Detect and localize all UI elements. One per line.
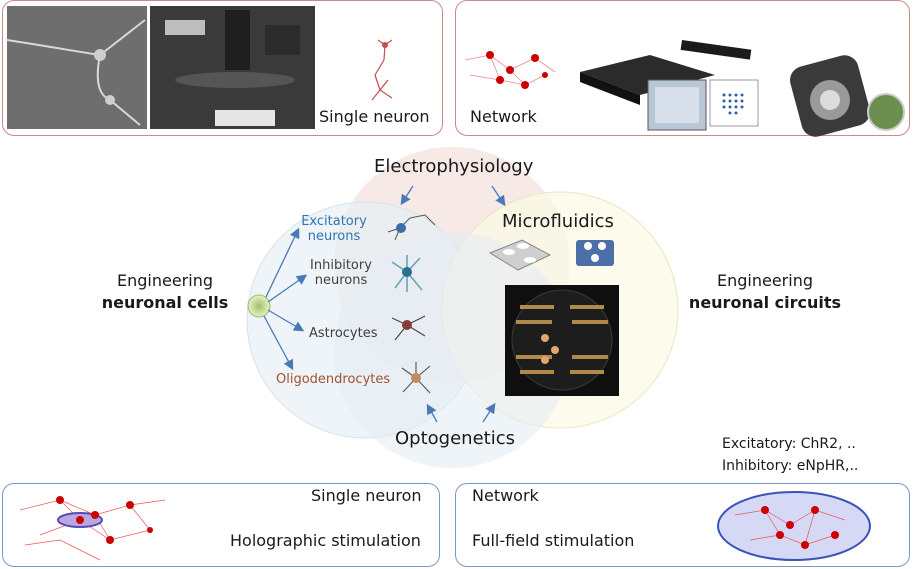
full-field-spot (717, 491, 871, 561)
excitatory-line2: neurons (307, 229, 361, 244)
optogenetics-label: Optogenetics (395, 428, 515, 449)
single-neuron-panel (2, 0, 443, 136)
neuron-icon (371, 39, 393, 101)
oligodendrocyte-icon (401, 362, 431, 394)
top-left-label: Single neuron (319, 107, 430, 126)
electrophysiology-label: Electrophysiology (374, 156, 534, 177)
holographic-network (19, 499, 166, 561)
microscope-photo-1 (7, 6, 147, 129)
microfluidics-label: Microfluidics (502, 211, 614, 232)
top-right-label: Network (470, 107, 537, 126)
network-panel (455, 0, 910, 136)
right-heading: Engineering neuronal circuits (685, 271, 845, 312)
astrocyte-icon (391, 315, 426, 341)
left-heading-line1: Engineering (117, 271, 213, 290)
electrode-grid (709, 79, 759, 127)
bottom-left-subtitle: Holographic stimulation (230, 531, 421, 550)
stem-cell-node (247, 294, 271, 318)
mea-amplifier (580, 55, 715, 95)
excitatory-label: Excitatory neurons (298, 214, 370, 244)
bottom-right-subtitle: Full-field stimulation (472, 531, 635, 550)
excitatory-line1: Excitatory (301, 214, 367, 229)
fullfield-panel (455, 483, 910, 567)
inhibitory-label: Inhibitory neurons (305, 258, 377, 288)
inhibitory-line2: neurons (314, 273, 368, 288)
left-heading: Engineering neuronal cells (100, 271, 230, 312)
holographic-panel (2, 483, 440, 567)
right-heading-line2: neuronal circuits (688, 293, 842, 312)
inhibitory-line1: Inhibitory (310, 258, 372, 273)
opsin-inhibitory: Inhibitory: eNpHR,.. (722, 458, 859, 474)
astrocytes-label: Astrocytes (309, 326, 378, 341)
left-heading-line2: neuronal cells (101, 293, 229, 312)
inhibitory-neuron-icon (391, 255, 423, 292)
bottom-left-title: Single neuron (311, 486, 422, 505)
culture-inset (867, 93, 905, 131)
oligodendrocytes-label: Oligodendrocytes (276, 372, 391, 387)
microfluidic-device-2 (576, 240, 614, 266)
microfluidic-device-1 (488, 239, 552, 271)
right-heading-line1: Engineering (717, 271, 813, 290)
opsin-excitatory: Excitatory: ChR2, .. (722, 436, 856, 452)
bottom-right-title: Network (472, 486, 539, 505)
